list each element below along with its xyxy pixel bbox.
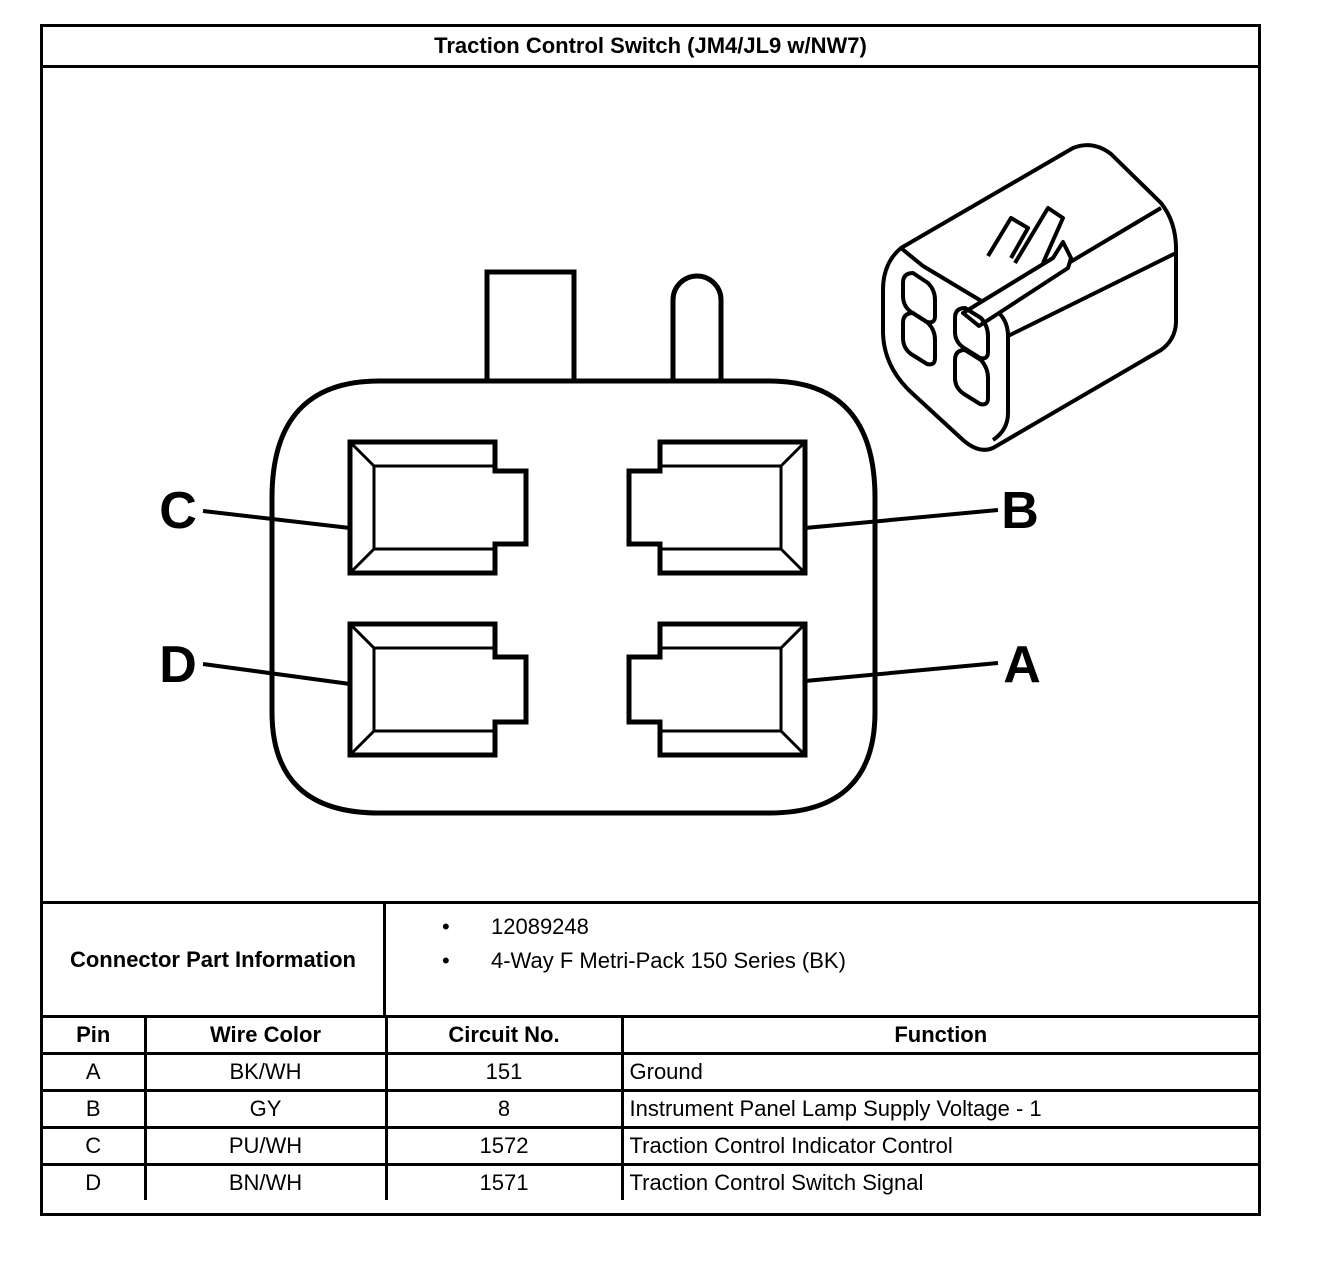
diagram-title: Traction Control Switch (JM4/JL9 w/NW7)	[43, 27, 1258, 68]
pin-label-b: B	[1001, 482, 1039, 540]
connector-info-item: • 12089248	[386, 910, 1258, 944]
latch-tab-square	[484, 269, 577, 381]
table-row: A BK/WH 151 Ground	[43, 1052, 1258, 1092]
cell-wire-color: GY	[143, 1089, 388, 1129]
connector-info-label: Connector Part Information	[43, 904, 386, 1015]
connector-housing	[269, 378, 878, 816]
cell-wire-color: BK/WH	[143, 1052, 388, 1092]
cell-function: Instrument Panel Lamp Supply Voltage - 1	[620, 1089, 1258, 1129]
cell-circuit: 151	[384, 1052, 624, 1092]
cell-circuit: 1571	[384, 1163, 624, 1200]
connector-info-row: Connector Part Information • 12089248 • …	[43, 901, 1258, 1018]
cavity-c	[347, 439, 529, 576]
connector-isometric-illustration	[881, 143, 1179, 452]
cell-function: Traction Control Switch Signal	[620, 1163, 1258, 1200]
pin-label-c: C	[159, 482, 197, 540]
header-function: Function	[620, 1018, 1258, 1055]
connector-type: 4-Way F Metri-Pack 150 Series (BK)	[491, 948, 846, 973]
table-row: B GY 8 Instrument Panel Lamp Supply Volt…	[43, 1089, 1258, 1129]
cell-circuit: 8	[384, 1089, 624, 1129]
latch-tab-round	[670, 273, 724, 381]
cell-circuit: 1572	[384, 1126, 624, 1166]
pin-label-d: D	[159, 636, 197, 694]
leader-line-a	[804, 661, 999, 683]
cavity-a	[626, 621, 808, 758]
cell-wire-color: PU/WH	[143, 1126, 388, 1166]
connector-info-item: • 4-Way F Metri-Pack 150 Series (BK)	[386, 944, 1258, 978]
header-pin: Pin	[43, 1018, 147, 1055]
header-circuit: Circuit No.	[384, 1018, 624, 1055]
header-wire-color: Wire Color	[143, 1018, 388, 1055]
connector-info-list: • 12089248 • 4-Way F Metri-Pack 150 Seri…	[386, 904, 1258, 1021]
connector-face-view: C D B A	[159, 143, 1179, 816]
pin-table-header: Pin Wire Color Circuit No. Function	[43, 1018, 1258, 1055]
cavity-d	[347, 621, 529, 758]
part-number: 12089248	[491, 914, 589, 939]
cavity-b	[626, 439, 808, 576]
cell-pin: B	[43, 1089, 147, 1129]
leader-line-b	[804, 508, 999, 530]
pin-table: Pin Wire Color Circuit No. Function A BK…	[43, 1018, 1258, 1200]
leader-line-c	[202, 509, 351, 530]
connector-card: Traction Control Switch (JM4/JL9 w/NW7)	[40, 24, 1261, 1216]
cell-wire-color: BN/WH	[143, 1163, 388, 1200]
bullet: •	[442, 914, 450, 939]
leader-line-d	[202, 662, 351, 686]
table-row: C PU/WH 1572 Traction Control Indicator …	[43, 1126, 1258, 1166]
cell-function: Ground	[620, 1052, 1258, 1092]
connector-diagram-area: C D B A	[43, 68, 1258, 901]
pin-label-a: A	[1003, 636, 1041, 694]
cell-pin: D	[43, 1163, 147, 1200]
bullet: •	[442, 948, 450, 973]
cell-function: Traction Control Indicator Control	[620, 1126, 1258, 1166]
cell-pin: A	[43, 1052, 147, 1092]
table-row: D BN/WH 1571 Traction Control Switch Sig…	[43, 1163, 1258, 1200]
cell-pin: C	[43, 1126, 147, 1166]
